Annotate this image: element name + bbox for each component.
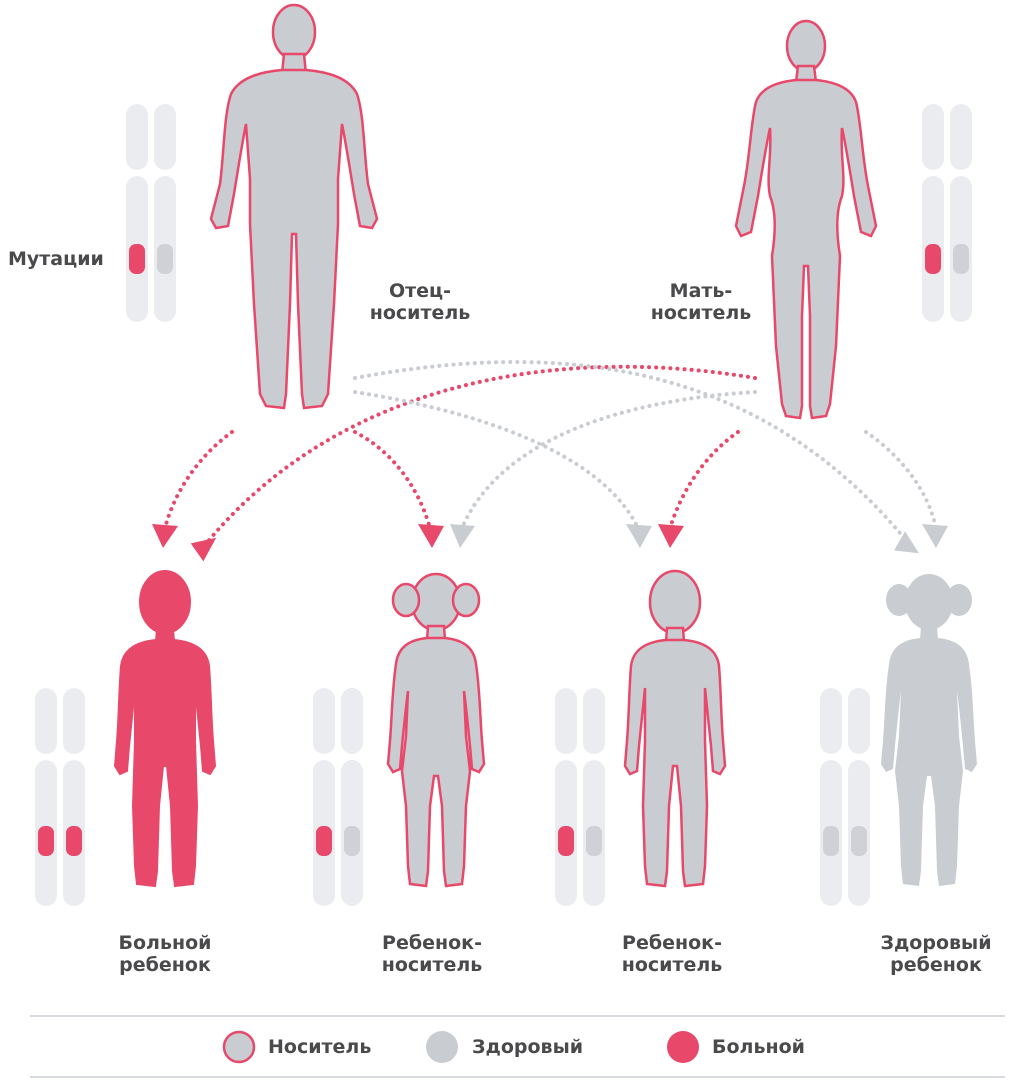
child2-label-line1: Ребенок- bbox=[382, 932, 482, 954]
arrowhead-gray-4 bbox=[894, 531, 919, 554]
arrowhead-red-4 bbox=[190, 537, 217, 562]
mother-normal-gene bbox=[953, 244, 969, 274]
child1-label: Больной ребенок bbox=[95, 932, 235, 976]
mutations-label: Мутации bbox=[8, 248, 104, 270]
child4-label-line2: ребенок bbox=[890, 954, 982, 976]
child3-label: Ребенок- носитель bbox=[602, 932, 742, 976]
child1-chromosomes bbox=[35, 688, 85, 906]
arrow-father-child3 bbox=[353, 390, 640, 530]
child4-label-line1: Здоровый bbox=[880, 932, 992, 954]
arrowhead-red-1 bbox=[152, 524, 178, 548]
child1-label-line1: Больной bbox=[118, 932, 212, 954]
mother-figure bbox=[734, 19, 878, 420]
arrow-mother-child3 bbox=[668, 430, 740, 530]
arrow-mother-child2 bbox=[460, 390, 757, 530]
child-carrier-girl-figure bbox=[386, 572, 486, 888]
arrowhead-gray-1 bbox=[450, 524, 475, 548]
father-figure bbox=[209, 3, 379, 410]
child3-gene-b bbox=[586, 826, 602, 856]
arrowhead-gray-3 bbox=[922, 524, 948, 548]
child4-label: Здоровый ребенок bbox=[866, 932, 1006, 976]
legend-carrier-label: Носитель bbox=[268, 1036, 372, 1058]
father-normal-gene bbox=[157, 244, 173, 274]
child3-label-line2: носитель bbox=[621, 954, 723, 976]
arrowhead-red-2 bbox=[418, 524, 444, 548]
child2-chromosomes bbox=[313, 688, 363, 906]
father-label-line2: носитель bbox=[369, 302, 471, 324]
child-carrier-boy-figure bbox=[623, 569, 727, 888]
child3-chromosomes bbox=[555, 688, 605, 906]
mother-label: Мать- носитель bbox=[636, 280, 766, 324]
mother-label-line2: носитель bbox=[650, 302, 752, 324]
child1-gene-b bbox=[66, 826, 82, 856]
legend-healthy-swatch bbox=[426, 1031, 458, 1063]
father-chromosomes bbox=[126, 104, 176, 322]
legend-affected-label: Больной bbox=[712, 1036, 805, 1058]
child4-gene-a bbox=[823, 826, 839, 856]
child4-chromosomes bbox=[820, 688, 870, 906]
child2-label: Ребенок- носитель bbox=[362, 932, 502, 976]
child-affected-figure bbox=[114, 570, 216, 887]
arrow-mother-child1 bbox=[203, 364, 757, 547]
legend-carrier-swatch bbox=[222, 1030, 256, 1064]
mother-mutant-gene bbox=[925, 244, 941, 274]
arrow-mother-child4 bbox=[864, 430, 938, 530]
child2-gene-b bbox=[344, 826, 360, 856]
legend-affected-swatch bbox=[667, 1031, 699, 1063]
arrowhead-gray-2 bbox=[626, 524, 652, 548]
child1-label-line2: ребенок bbox=[119, 954, 211, 976]
arrow-father-child4 bbox=[353, 360, 912, 547]
arrowhead-red-3 bbox=[658, 524, 684, 548]
legend-healthy-label: Здоровый bbox=[472, 1036, 584, 1058]
mother-label-line1: Мать- bbox=[669, 280, 733, 302]
father-label-line1: Отец- bbox=[388, 280, 452, 302]
mother-chromosomes bbox=[922, 104, 972, 322]
child2-gene-a bbox=[316, 826, 332, 856]
child3-label-line1: Ребенок- bbox=[622, 932, 722, 954]
arrow-father-child1 bbox=[163, 430, 234, 530]
child4-gene-b bbox=[851, 826, 867, 856]
inheritance-arrows bbox=[163, 360, 938, 547]
child-healthy-figure bbox=[881, 574, 977, 886]
father-mutant-gene bbox=[129, 244, 145, 274]
arrow-heads bbox=[152, 524, 948, 562]
arrow-father-child2 bbox=[353, 430, 432, 530]
child2-label-line2: носитель bbox=[381, 954, 483, 976]
child1-gene-a bbox=[38, 826, 54, 856]
father-label: Отец- носитель bbox=[360, 280, 480, 324]
child3-gene-a bbox=[558, 826, 574, 856]
